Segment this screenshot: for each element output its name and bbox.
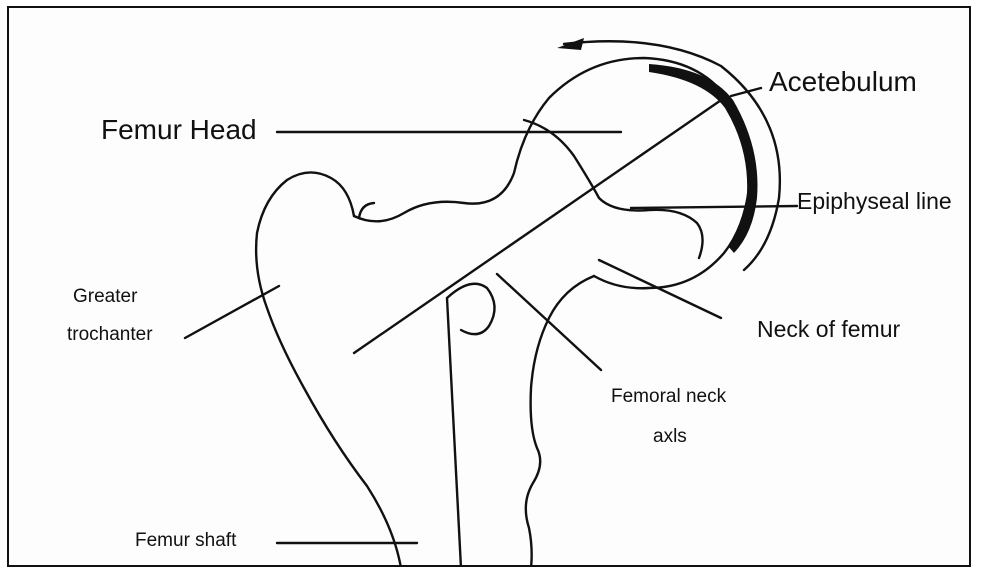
femur-shaft-line [447, 298, 461, 565]
label-greater-trochanter-line1: Greater [73, 286, 137, 308]
greater-trochanter-outline [256, 172, 401, 565]
label-neck-of-femur: Neck of femur [757, 316, 900, 343]
label-greater-trochanter-line2: trochanter [67, 324, 153, 346]
femur-head-outline [354, 58, 750, 288]
label-femur-shaft: Femur shaft [135, 530, 236, 552]
femur-neck-lower-outline [526, 276, 594, 565]
label-femoral-neck-axis-line1: Femoral neck [611, 386, 726, 408]
leader-greater-trochanter [185, 286, 279, 338]
acetabulum-tip [557, 38, 584, 50]
leader-epiphyseal [631, 206, 797, 208]
label-epiphyseal-line: Epiphyseal line [797, 188, 952, 215]
label-femoral-neck-axis-line2: axls [653, 426, 687, 448]
leader-neck-axis [497, 274, 601, 370]
diagram-frame: Acetebulum Femur Head Epiphyseal line Gr… [7, 6, 971, 567]
label-acetabulum: Acetebulum [769, 66, 917, 98]
epiphyseal-line-curve [524, 120, 703, 258]
leader-neck-of-femur [599, 260, 721, 318]
lesser-trochanter [447, 284, 495, 334]
label-femur-head: Femur Head [101, 114, 257, 146]
